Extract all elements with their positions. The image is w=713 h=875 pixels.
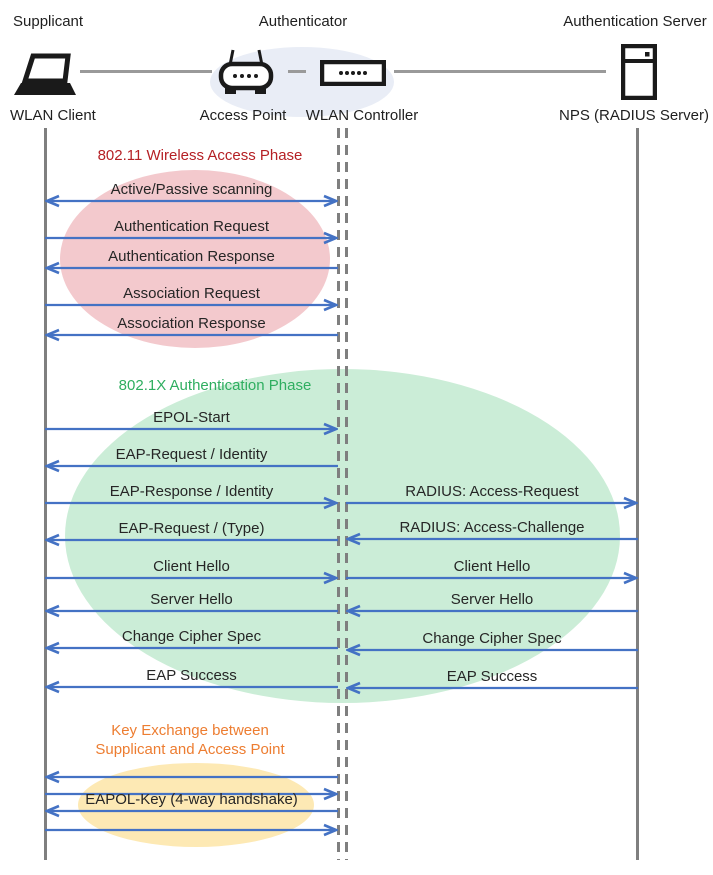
- message-label: Authentication Response: [108, 248, 275, 265]
- message-radius-access-challenge: RADIUS: Access-Challenge: [346, 519, 638, 546]
- connector-controller-server: [394, 70, 606, 73]
- arrow-left: [346, 604, 638, 618]
- message-server-hello: Server Hello: [346, 591, 638, 618]
- arrow-left: [45, 804, 338, 818]
- arrow-left: [346, 643, 638, 657]
- arrow-right: [45, 571, 338, 585]
- message-label: Client Hello: [153, 558, 230, 575]
- message-label: Change Cipher Spec: [121, 628, 262, 645]
- message-server-hello: Server Hello: [45, 591, 338, 618]
- arrow-left: [45, 641, 338, 655]
- message-label: Authentication Request: [113, 218, 270, 235]
- wireless-phase-title: 802.11 Wireless Access Phase: [97, 147, 303, 164]
- message-label: EAP-Request / Identity: [115, 446, 268, 463]
- message-eap-request-identity: EAP-Request / Identity: [45, 446, 338, 473]
- arrow-left: [45, 770, 338, 784]
- arrow-left: [346, 681, 638, 695]
- message-label: Change Cipher Spec: [422, 630, 562, 647]
- message-label: EAP Success: [446, 668, 538, 685]
- nps-radius-server-label: NPS (RADIUS Server): [558, 107, 710, 124]
- arrow-both: [45, 194, 338, 208]
- supplicant-role-label: Supplicant: [13, 13, 84, 30]
- arrow-left: [45, 604, 338, 618]
- message-client-hello: Client Hello: [346, 558, 638, 585]
- message-eap-response-identity: EAP-Response / Identity: [45, 483, 338, 510]
- message-label: RADIUS: Access-Request: [405, 483, 579, 500]
- message-eap-success: EAP Success: [346, 668, 638, 695]
- message-association-request: Association Request: [45, 285, 338, 312]
- arrow-right: [45, 231, 338, 245]
- message-authentication-response: Authentication Response: [45, 248, 338, 275]
- message-arrow: [45, 823, 338, 837]
- message-arrow: [45, 787, 338, 801]
- message-eapol-key-4-way-handshake: EAPOL-Key (4-way handshake): [45, 791, 338, 818]
- arrow-right: [45, 496, 338, 510]
- arrow-right: [45, 787, 338, 801]
- message-epol-start: EPOL-Start: [45, 409, 338, 436]
- message-label: Server Hello: [150, 591, 233, 608]
- supplicant-lifeline: [44, 128, 47, 860]
- message-change-cipher-spec: Change Cipher Spec: [346, 630, 638, 657]
- controller-lifeline-dash-1: [337, 128, 340, 860]
- message-radius-access-request: RADIUS: Access-Request: [346, 483, 638, 510]
- connector-ap-controller: [288, 70, 306, 73]
- arrow-left: [45, 261, 338, 275]
- message-authentication-request: Authentication Request: [45, 218, 338, 245]
- arrow-right: [346, 571, 638, 585]
- wlan-controller-label: WLAN Controller: [305, 107, 419, 124]
- controller-lifeline-dash-2: [345, 128, 348, 860]
- message-label: EAP-Request / (Type): [118, 520, 265, 537]
- arrow-right: [346, 496, 638, 510]
- key-exchange-phase-title: Key Exchange between Supplicant and Acce…: [35, 721, 345, 759]
- key-exchange-title-line1: Key Exchange between: [111, 722, 269, 739]
- wlan-controller-icon: [320, 60, 386, 86]
- access-point-label: Access Point: [199, 107, 287, 124]
- arrow-left: [45, 533, 338, 547]
- connector-client-ap: [80, 70, 212, 73]
- arrow-right: [45, 823, 338, 837]
- server-icon: [621, 44, 657, 100]
- key-exchange-title-line2: Supplicant and Access Point: [95, 741, 285, 758]
- message-label: Active/Passive scanning: [110, 181, 273, 198]
- message-change-cipher-spec: Change Cipher Spec: [45, 628, 338, 655]
- message-arrow: [45, 770, 338, 784]
- message-active-passive-scanning: Active/Passive scanning: [45, 181, 338, 208]
- message-eap-success: EAP Success: [45, 667, 338, 694]
- message-eap-request-type: EAP-Request / (Type): [45, 520, 338, 547]
- message-association-response: Association Response: [45, 315, 338, 342]
- message-label: EAPOL-Key (4-way handshake): [85, 791, 298, 808]
- authenticator-role-label: Authenticator: [258, 13, 348, 30]
- message-label: Client Hello: [453, 558, 531, 575]
- arrow-right: [45, 298, 338, 312]
- message-label: EAP Success: [146, 667, 237, 684]
- message-label: Association Request: [123, 285, 260, 302]
- message-label: RADIUS: Access-Challenge: [399, 519, 585, 536]
- arrow-left: [45, 680, 338, 694]
- auth-server-role-label: Authentication Server: [563, 13, 707, 30]
- message-client-hello: Client Hello: [45, 558, 338, 585]
- access-point-icon: [218, 49, 274, 94]
- server-lifeline: [636, 128, 639, 860]
- wireless-phase-ellipse: [60, 170, 330, 348]
- wlan-client-label: WLAN Client: [10, 107, 96, 124]
- message-label: Server Hello: [450, 591, 534, 608]
- message-label: EAP-Response / Identity: [109, 483, 274, 500]
- message-label: EPOL-Start: [153, 409, 230, 426]
- arrow-left: [45, 459, 338, 473]
- dot1x-phase-title: 802.1X Authentication Phase: [118, 377, 312, 394]
- arrow-left: [346, 532, 638, 546]
- laptop-icon: [14, 53, 76, 95]
- message-label: Association Response: [117, 315, 266, 332]
- arrow-left: [45, 328, 338, 342]
- arrow-right: [45, 422, 338, 436]
